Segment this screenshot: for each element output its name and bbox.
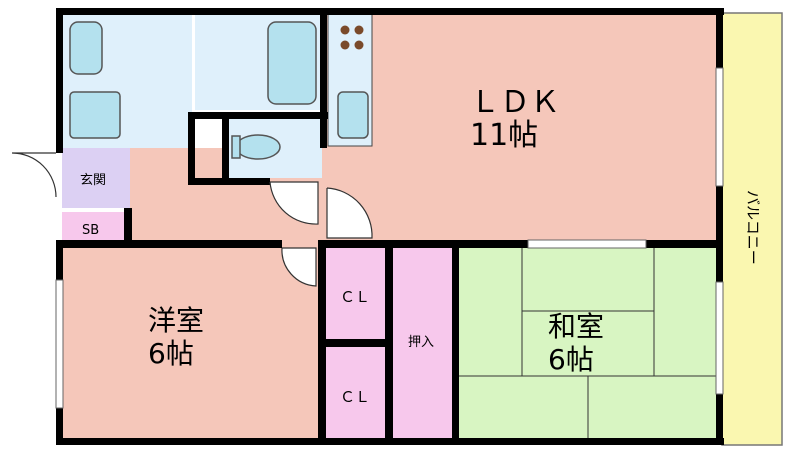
- ldk-name-label: ＬＤＫ: [470, 85, 560, 120]
- washing-machine-icon: [69, 91, 121, 139]
- oshiire-floor: [393, 246, 455, 442]
- ldk-floor: [326, 14, 718, 246]
- toilet-icon: [235, 134, 281, 160]
- closet-upper-floor: [324, 246, 388, 341]
- closet-lower-floor: [324, 347, 388, 442]
- bathtub-icon: [267, 21, 317, 105]
- tatami-lines: [457, 246, 718, 442]
- kitchen-sink-icon: [337, 91, 369, 139]
- stove-burner-icon: [354, 25, 364, 35]
- entrance-label: 玄関: [80, 173, 106, 188]
- balcony-area: [721, 12, 783, 446]
- shoe-box-floor: [62, 212, 130, 242]
- shoe-box-label: SB: [82, 223, 99, 238]
- stove-burner-icon: [354, 40, 364, 50]
- western-room-size-label: 6帖: [148, 337, 194, 370]
- western-room-floor: [62, 246, 324, 442]
- balcony-label: バルコニー: [744, 190, 762, 265]
- doors: [11, 152, 373, 287]
- toilet-tank-icon: [231, 135, 241, 159]
- windows: [55, 67, 724, 409]
- stove-burner-icon: [340, 40, 350, 50]
- oshiire-label: 押入: [408, 335, 434, 350]
- western-room-name-label: 洋室: [148, 304, 204, 337]
- washbasin-icon: [69, 21, 103, 75]
- closet-upper-label: ＣＬ: [340, 288, 370, 306]
- stove-burner-icon: [340, 25, 350, 35]
- ldk-size-label: 11帖: [470, 118, 538, 153]
- closet-lower-label: ＣＬ: [340, 388, 370, 406]
- entrance-floor: [62, 148, 130, 208]
- japanese-room-size-label: 6帖: [548, 343, 594, 376]
- japanese-room-name-label: 和室: [548, 310, 604, 343]
